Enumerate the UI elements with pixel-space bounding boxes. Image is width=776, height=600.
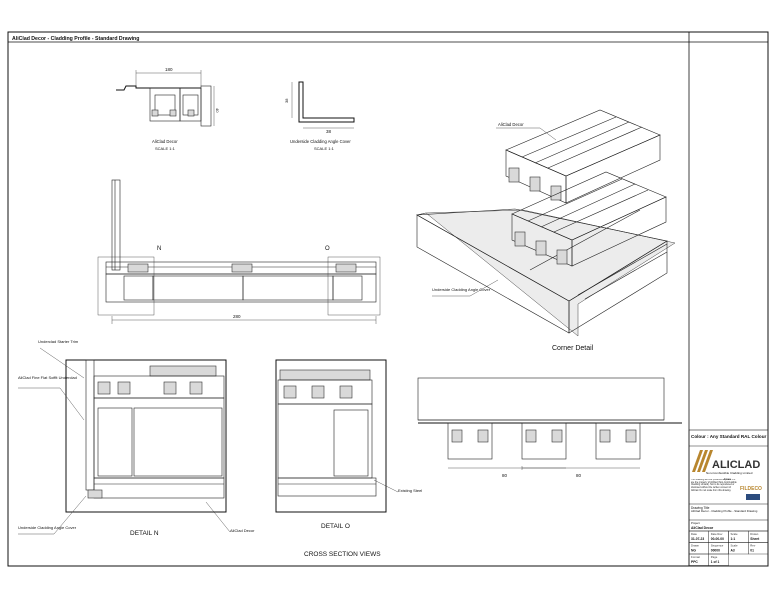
title-block-cell-label: Page [711, 555, 718, 559]
title-block-cell-value: 31-07-23 [691, 537, 704, 541]
title-block-cell [748, 542, 769, 555]
title-block-cell-label: Scale [731, 532, 738, 536]
disclaimer-notes: This drawing and the products depicted i… [691, 479, 737, 492]
brand-name: ALICLAD [712, 459, 760, 471]
title-block-cell-label: Rev [750, 544, 756, 548]
detail-n-title: DETAIL N [130, 530, 159, 537]
sheet-border [7, 31, 769, 567]
corner-label-angle-text: Underside Cladding Angle Cover [432, 287, 491, 292]
profile-scale: SCALE 1:1 [155, 146, 176, 151]
partner-logo: FILDECO [740, 486, 762, 492]
detail-n-label-soffit: AliClad Fine Flat Soffit Underclad [18, 375, 77, 380]
title-block-cell-label: Drawn [750, 532, 759, 536]
angle-scale: SCALE 1:1 [314, 146, 335, 151]
drawing-title-label: Drawing Title [691, 506, 710, 510]
drawing-title-value: AliClad Decor - Cladding Profile - Stand… [691, 510, 758, 513]
title-block-cell-label: Date [691, 532, 697, 536]
project-label: Project [691, 521, 700, 525]
section-views-title: CROSS SECTION VIEWS [304, 551, 381, 558]
corner-detail-title: Corner Detail [552, 345, 594, 352]
profile-width-dim: 180 [165, 67, 173, 72]
project-value: AliClad Decor [691, 526, 714, 530]
cross-dim-right: 80 [576, 473, 582, 478]
angle-label: Underside Cladding Angle Cover [290, 139, 351, 144]
title-block-cell-value: Sheet [750, 537, 760, 541]
title-block-cell-value: PPC [691, 560, 698, 564]
colour-note: Colour : Any Standard RAL Colour [691, 434, 766, 439]
title-block-cell-label: Format [691, 555, 700, 559]
title-block-cell-value: 01 [750, 549, 754, 553]
sheet-title: AliClad Decor - Cladding Profile - Stand… [12, 36, 139, 42]
corner-label-decor: AliClad Decor [498, 122, 524, 127]
detail-n-label-angle: Underside Cladding Angle Cover [18, 525, 77, 530]
detail-n-label-starter: Underclad Starter Trim [38, 339, 79, 344]
title-block-cell [708, 553, 729, 566]
title-block-cell-value: A3 [731, 549, 735, 553]
partner-badge [746, 494, 760, 500]
brand-tagline: Non-Combustible Cladding Limited [706, 471, 753, 475]
title-block-cell-value: 00-00-00 [711, 537, 724, 541]
corner-label-angle: Underside Cladding Angle Cover [432, 287, 491, 292]
angle-cover-view: 38 38 Underside Cladding Angle Cover SCA… [284, 81, 355, 151]
angle-width-dim: 38 [326, 129, 332, 134]
corner-detail-view: AliClad Decor Underside Cladding Angle C… [415, 109, 676, 352]
cross-section-view: 80 80 [417, 377, 682, 478]
title-block-cell-label: Drawn [691, 544, 700, 548]
title-block-cell-value: 1:1 [731, 537, 736, 541]
profile-label: AliClad Decor [152, 139, 178, 144]
detail-o-label-steel: Existing Steel [398, 488, 422, 493]
profile-section-view: 180 40 AliClad Decor SCALE 1:1 [116, 67, 220, 151]
profile-height-dim: 40 [215, 108, 220, 113]
detail-o-view: Existing Steel DETAIL O [275, 359, 422, 530]
brand-from: From [724, 477, 732, 481]
title-block-cell-value: NG [691, 549, 696, 553]
plan-view: N O 280 [97, 179, 381, 324]
detail-n-label-decor: AliClad Decor [230, 528, 255, 533]
aliclad-logo: ALICLAD [692, 450, 760, 472]
plan-overall-dim: 280 [233, 314, 241, 319]
title-block: Colour : Any Standard RAL Colour ALICLAD… [688, 429, 769, 567]
detail-n-view: Underclad Starter Trim AliClad Fine Flat… [18, 339, 255, 537]
title-block-cell-value: 1 of 1 [711, 560, 720, 564]
detail-marker-o: O [325, 246, 330, 252]
title-block-cell-value: 00000 [711, 549, 720, 553]
detail-marker-n: N [157, 246, 161, 252]
title-block-cell-label: Date Rev [711, 532, 723, 536]
title-block-cell-label: Scale [731, 544, 738, 548]
cross-dim-left: 80 [502, 473, 508, 478]
angle-height-dim: 38 [284, 98, 289, 103]
title-block-cell-label: Sequence [711, 544, 724, 548]
detail-o-title: DETAIL O [321, 523, 350, 530]
